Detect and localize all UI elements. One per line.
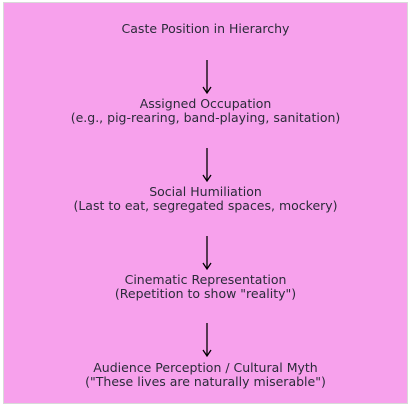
arrow-down-icon	[202, 60, 212, 95]
node-subtitle: (e.g., pig-rearing, band-playing, sanita…	[70, 110, 341, 125]
node-title: Cinematic Representation	[124, 272, 287, 287]
node-subtitle: ("These lives are naturally miserable")	[85, 374, 326, 389]
node-title: Caste Position in Hierarchy	[121, 21, 290, 36]
node-assigned-occupation: Assigned Occupation (e.g., pig-rearing, …	[4, 97, 407, 125]
node-audience-perception: Audience Perception / Cultural Myth ("Th…	[4, 361, 407, 389]
flow-diagram: Caste Position in Hierarchy Assigned Occ…	[3, 2, 408, 404]
arrow-down-icon	[202, 148, 212, 183]
node-title: Assigned Occupation	[139, 96, 272, 111]
node-title: Social Humiliation	[149, 184, 262, 199]
node-social-humiliation: Social Humiliation (Last to eat, segrega…	[4, 185, 407, 213]
arrow-down-icon	[202, 323, 212, 358]
node-caste-position: Caste Position in Hierarchy	[4, 22, 407, 36]
node-subtitle: (Repetition to show "reality")	[114, 286, 297, 301]
node-subtitle: (Last to eat, segregated spaces, mockery…	[73, 198, 338, 213]
arrow-down-icon	[202, 236, 212, 271]
node-cinematic-representation: Cinematic Representation (Repetition to …	[4, 273, 407, 301]
node-title: Audience Perception / Cultural Myth	[93, 360, 318, 375]
